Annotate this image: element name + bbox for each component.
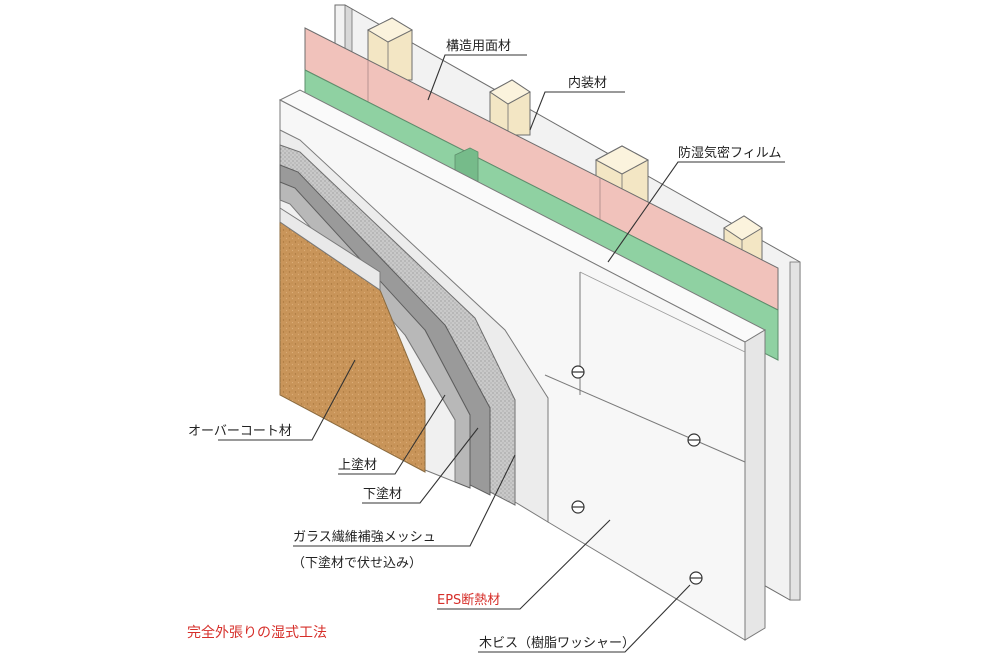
label-eps-insulation: EPS断熱材	[437, 593, 500, 608]
label-interior-finish: 内装材	[568, 75, 607, 91]
screw-icon	[571, 365, 585, 379]
screw-icon	[689, 571, 703, 585]
screw-icon	[571, 500, 585, 514]
leader-lines	[218, 54, 785, 653]
label-glass-mesh: ガラス繊維補強メッシュ	[293, 529, 436, 545]
stud	[366, 17, 414, 81]
screw-icon	[687, 433, 701, 447]
label-wood-screw: 木ビス（樹脂ワッシャー）	[479, 636, 635, 651]
label-base-coat: 下塗材	[363, 486, 402, 502]
label-vapor-barrier: 防湿気密フィルム	[678, 145, 781, 161]
method-title: 完全外張りの湿式工法	[187, 624, 327, 641]
label-top-coat: 上塗材	[338, 457, 377, 473]
label-glass-mesh-note: （下塗材で伏せ込み）	[292, 555, 422, 571]
wood-screws	[571, 365, 703, 585]
overcoat-layer	[279, 207, 426, 473]
label-structural-board: 構造用面材	[446, 39, 511, 54]
stud	[489, 79, 531, 136]
label-overcoat: オーバーコート材	[188, 424, 292, 439]
